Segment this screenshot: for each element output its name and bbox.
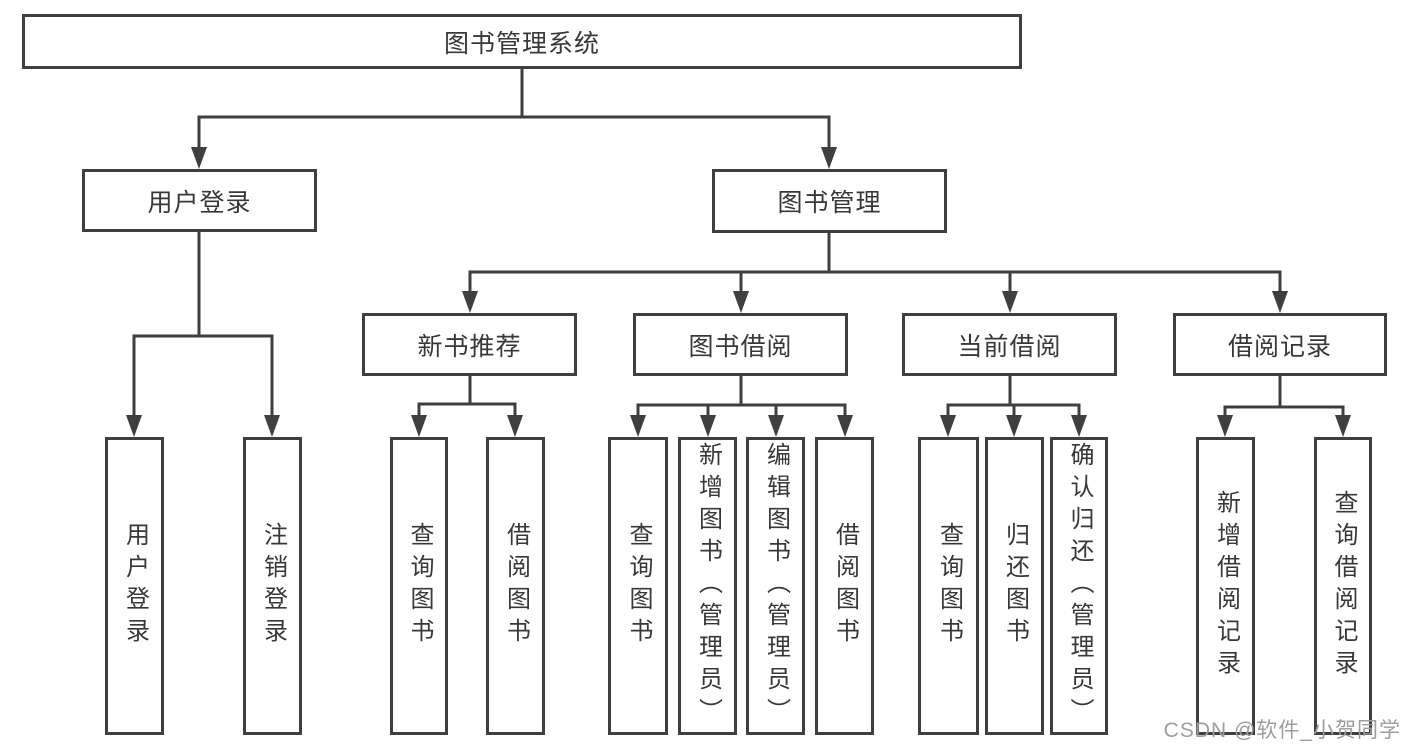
leaf-query-books-recommend: 查询图书 [390, 437, 448, 735]
leaf-query-books-current: 查询图书 [918, 437, 979, 735]
leaf-edit-book-admin: 编辑图书（管理员） [746, 437, 805, 735]
leaf-query-books-borrowing: 查询图书 [608, 437, 668, 735]
csdn-watermark: CSDN @软件_小贺同学 [1163, 719, 1401, 742]
leaf-user-login: 用户登录 [105, 437, 164, 735]
leaf-borrow-books-borrowing: 借阅图书 [815, 437, 874, 735]
node-current-borrowing: 当前借阅 [902, 313, 1117, 376]
leaf-borrow-books-recommend: 借阅图书 [486, 437, 545, 735]
leaf-query-borrow-record: 查询借阅记录 [1314, 437, 1372, 735]
leaf-add-borrow-record: 新增借阅记录 [1196, 437, 1255, 735]
node-book-borrowing: 图书借阅 [633, 313, 848, 376]
node-new-book-recommend: 新书推荐 [362, 313, 577, 376]
node-user-login: 用户登录 [82, 169, 317, 232]
arrowheads [126, 147, 1351, 437]
node-library-system: 图书管理系统 [22, 14, 1022, 69]
node-borrowing-records: 借阅记录 [1173, 313, 1387, 376]
node-book-management: 图书管理 [712, 169, 947, 233]
leaf-confirm-return-admin: 确认归还（管理员） [1050, 437, 1108, 735]
leaf-return-book: 归还图书 [985, 437, 1044, 735]
leaf-add-book-admin: 新增图书（管理员） [678, 437, 737, 735]
leaf-logout: 注销登录 [243, 437, 302, 735]
